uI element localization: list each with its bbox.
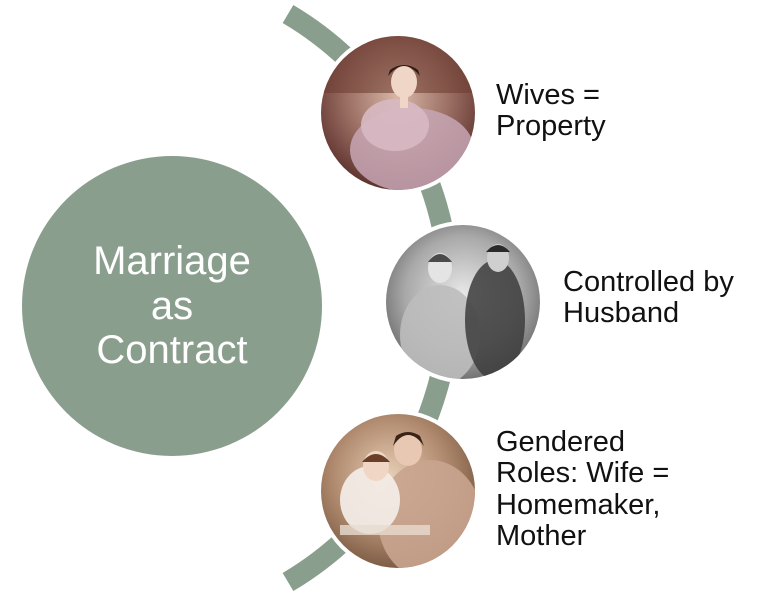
item-3-line-1: Gendered — [496, 426, 625, 458]
victorian-woman-portrait-image — [317, 32, 479, 194]
item-label-controlled-by-husband: Controlled by Husband — [563, 266, 734, 330]
main-title-line-3: Contract — [96, 328, 248, 373]
item-3-line-4: Mother — [496, 519, 587, 552]
item-2-line-2: Husband — [563, 297, 680, 330]
main-title: Marriage as Contract — [22, 156, 322, 456]
main-title-line-2: as — [150, 283, 194, 328]
item-1-line-1: Wives = — [496, 79, 600, 111]
mother-and-child-painting-image — [317, 410, 479, 572]
item-3-line-2: Roles: Wife = — [496, 457, 670, 490]
item-2-line-1: Controlled by — [563, 266, 734, 298]
couple-engraving-image — [382, 221, 544, 383]
item-3-line-3: Homemaker, — [496, 488, 661, 521]
item-label-wives-property: Wives = Property — [496, 79, 606, 143]
item-label-gendered-roles: Gendered Roles: Wife = Homemaker, Mother — [496, 426, 670, 552]
item-1-line-2: Property — [496, 110, 606, 143]
main-circle — [22, 156, 322, 456]
main-title-line-1: Marriage — [93, 238, 251, 283]
